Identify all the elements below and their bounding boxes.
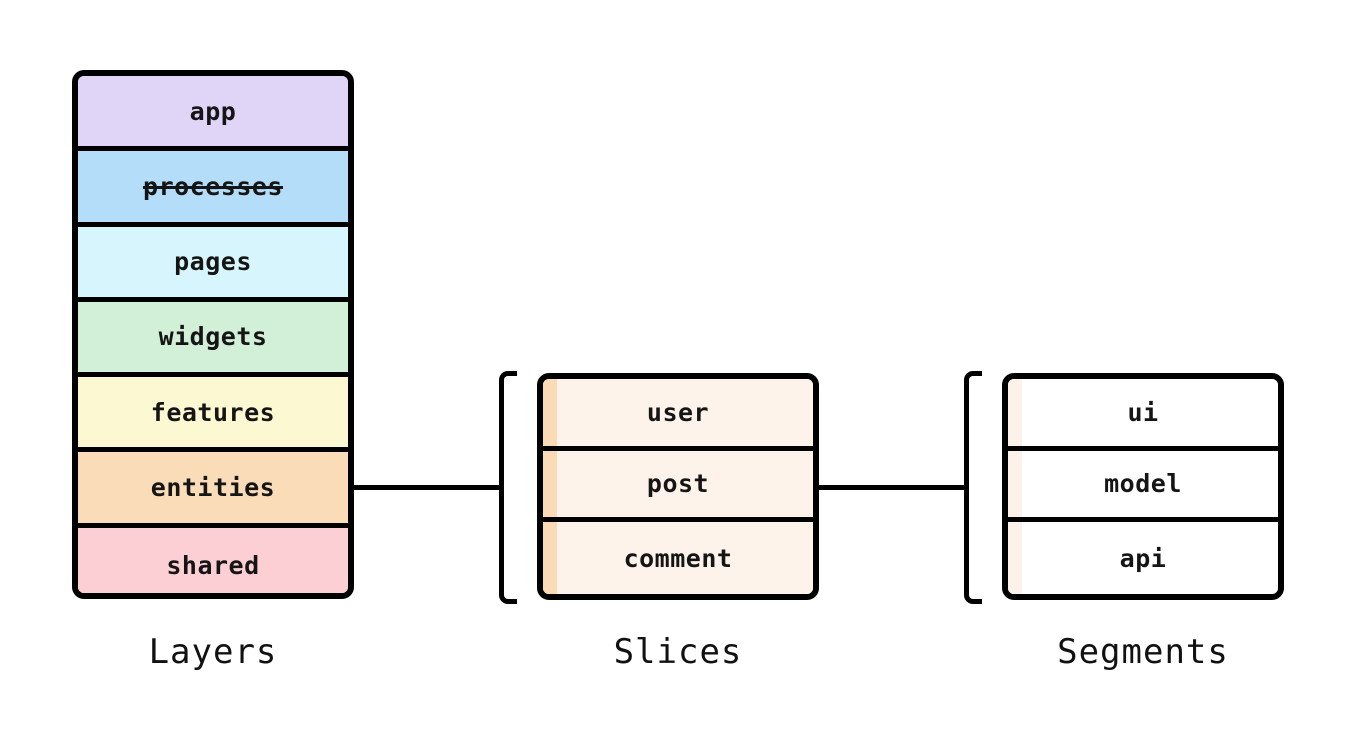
slice-accent-stripe bbox=[543, 379, 557, 446]
layer-label-widgets: widgets bbox=[158, 322, 268, 352]
segment-label-model: model bbox=[1104, 469, 1182, 499]
slices-stack: user post comment bbox=[537, 373, 819, 600]
caption-segments: Segments bbox=[1057, 632, 1229, 672]
slice-accent-stripe bbox=[543, 450, 557, 518]
layer-cell-widgets[interactable]: widgets bbox=[78, 301, 348, 378]
slice-label-post: post bbox=[646, 469, 710, 499]
layers-stack: app processes pages widgets features ent… bbox=[72, 70, 354, 599]
segment-cell-ui[interactable]: ui bbox=[1008, 379, 1278, 451]
layer-cell-shared[interactable]: shared bbox=[78, 527, 348, 593]
slice-cell-user[interactable]: user bbox=[543, 379, 813, 451]
segment-accent-stripe bbox=[1008, 522, 1022, 594]
layer-label-pages: pages bbox=[174, 247, 252, 277]
layer-cell-entities[interactable]: entities bbox=[78, 452, 348, 528]
caption-slices: Slices bbox=[613, 632, 743, 672]
connector-entities-to-slices bbox=[354, 485, 501, 490]
layer-label-entities: entities bbox=[150, 472, 276, 502]
layer-cell-features[interactable]: features bbox=[78, 377, 348, 453]
slices-bracket-icon bbox=[499, 371, 517, 604]
slice-cell-comment[interactable]: comment bbox=[543, 522, 813, 594]
slice-label-user: user bbox=[646, 397, 710, 427]
slice-accent-stripe bbox=[543, 522, 557, 594]
segment-accent-stripe bbox=[1008, 450, 1022, 518]
slice-label-comment: comment bbox=[623, 543, 733, 573]
slice-cell-post[interactable]: post bbox=[543, 450, 813, 523]
layer-cell-pages[interactable]: pages bbox=[78, 226, 348, 302]
segments-bracket-icon bbox=[964, 371, 982, 604]
segment-label-ui: ui bbox=[1127, 397, 1159, 427]
layer-label-app: app bbox=[189, 96, 237, 126]
segment-cell-model[interactable]: model bbox=[1008, 450, 1278, 523]
segments-stack: ui model api bbox=[1002, 373, 1284, 600]
connector-post-to-segments bbox=[819, 485, 966, 490]
layer-label-processes: processes bbox=[143, 171, 283, 201]
caption-layers: Layers bbox=[148, 632, 278, 672]
segment-cell-api[interactable]: api bbox=[1008, 522, 1278, 594]
layer-label-features: features bbox=[150, 397, 276, 427]
segment-label-api: api bbox=[1119, 543, 1167, 573]
layer-cell-processes[interactable]: processes bbox=[78, 151, 348, 227]
layer-cell-app[interactable]: app bbox=[78, 76, 348, 152]
segment-accent-stripe bbox=[1008, 379, 1022, 446]
layer-label-shared: shared bbox=[166, 550, 260, 580]
